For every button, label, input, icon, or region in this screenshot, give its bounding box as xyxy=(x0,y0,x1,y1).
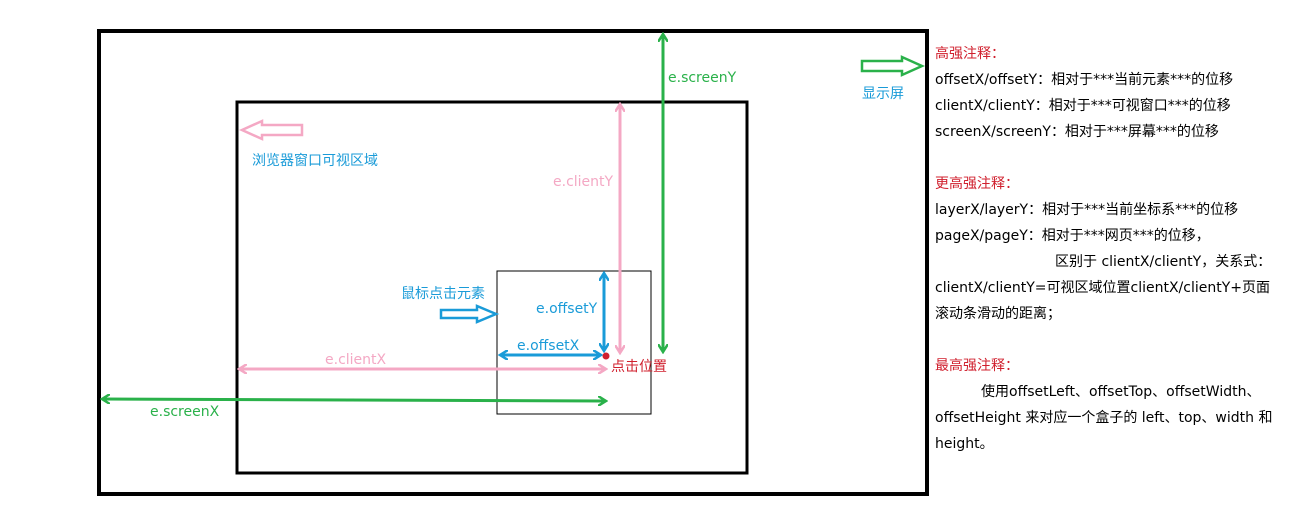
mouse-element-hollow-arrow xyxy=(439,304,500,324)
screen-x-label: e.screenX xyxy=(150,404,220,420)
client-y-label: e.clientY xyxy=(553,174,614,190)
client-x-label: e.clientX xyxy=(325,352,387,368)
screen-frame xyxy=(97,29,929,496)
mouse-element-label: 鼠标点击元素 xyxy=(401,286,485,302)
offset-y-label: e.offsetY xyxy=(536,301,598,317)
clicked-element-box xyxy=(496,270,652,415)
click-position-label: 点击位置 xyxy=(611,359,667,375)
browser-area-label: 浏览器窗口可视区域 xyxy=(252,152,378,169)
screen-y-label: e.screenY xyxy=(668,70,737,86)
offset-x-label: e.offsetX xyxy=(517,338,580,354)
note-layer: layerX/layerY：相对于***当前坐标系***的位移 xyxy=(935,202,1239,218)
note-screen: screenX/screenY：相对于***屏幕***的位移 xyxy=(935,124,1219,140)
note-client: clientX/clientY：相对于***可视窗口***的位移 xyxy=(935,98,1231,114)
click-point xyxy=(602,352,610,360)
note-offset-props-cont: offsetHeight 来对应一个盒子的 left、top、width 和 xyxy=(935,410,1273,426)
note-page-formula: clientX/clientY=可视区域位置clientX/clientY+页面 xyxy=(935,280,1270,296)
note-page-difference: 区别于 clientX/clientY，关系式： xyxy=(1055,254,1272,270)
higher-notes-heading: 更高强注释： xyxy=(935,176,1019,192)
browser-area-hollow-arrow xyxy=(238,119,304,141)
browser-viewport-frame xyxy=(235,100,749,475)
note-offset: offsetX/offsetY：相对于***当前元素***的位移 xyxy=(935,72,1234,88)
screen-x-arrow xyxy=(103,399,605,401)
highest-notes-heading: 最高强注释： xyxy=(935,358,1019,374)
screen-hollow-arrow xyxy=(860,55,926,77)
screen-label: 显示屏 xyxy=(862,86,904,102)
note-offset-props-end: height。 xyxy=(935,436,994,452)
coordinate-diagram: e.screenY 显示屏 浏览器窗口可视区域 e.clientY 鼠标点击元素… xyxy=(97,29,929,496)
annotation-panel: 高强注释： offsetX/offsetY：相对于***当前元素***的位移 c… xyxy=(935,41,1305,457)
high-notes-heading: 高强注释： xyxy=(935,46,1005,62)
note-offset-props: 使用offsetLeft、offsetTop、offsetWidth、 xyxy=(981,384,1261,400)
note-page-formula-end: 滚动条滑动的距离； xyxy=(935,306,1061,322)
note-page: pageX/pageY：相对于***网页***的位移， xyxy=(935,228,1210,244)
